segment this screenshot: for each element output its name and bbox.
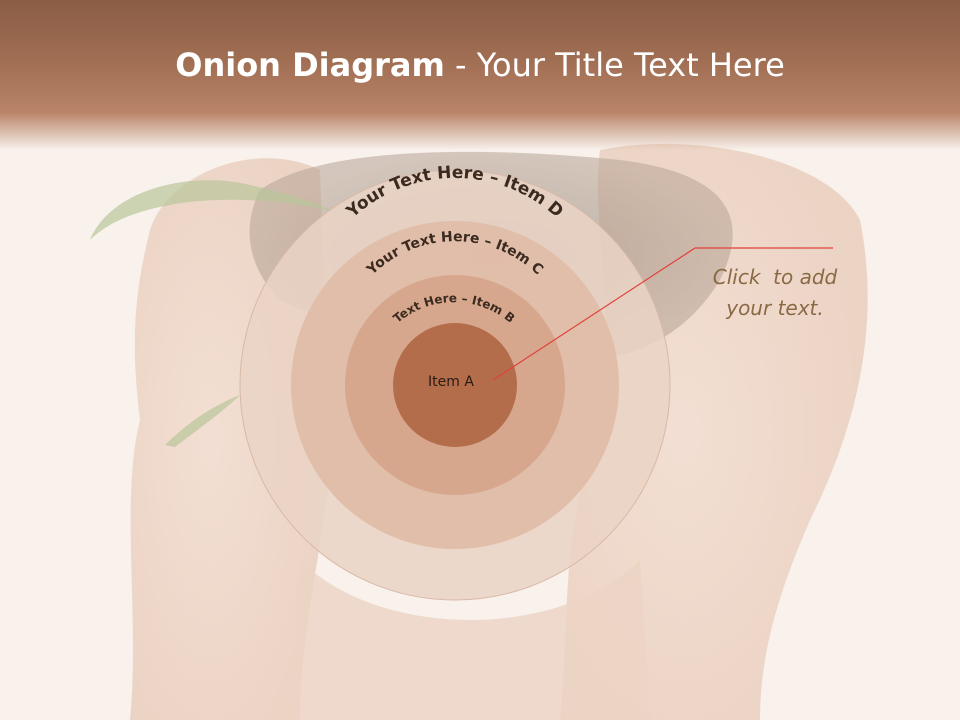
title-bar bbox=[0, 0, 960, 150]
title-rest: - Your Title Text Here bbox=[444, 46, 785, 84]
callout-line-1: Click to add bbox=[712, 265, 838, 289]
callout-text[interactable]: Click to add your text. bbox=[690, 262, 860, 324]
core-circle[interactable] bbox=[393, 323, 517, 447]
title-bold: Onion Diagram bbox=[175, 46, 445, 84]
core-label: Item A bbox=[428, 374, 474, 390]
callout-line-2: your text. bbox=[726, 296, 824, 320]
slide-title[interactable]: Onion Diagram - Your Title Text Here bbox=[0, 46, 960, 84]
callout-leader bbox=[492, 247, 696, 381]
